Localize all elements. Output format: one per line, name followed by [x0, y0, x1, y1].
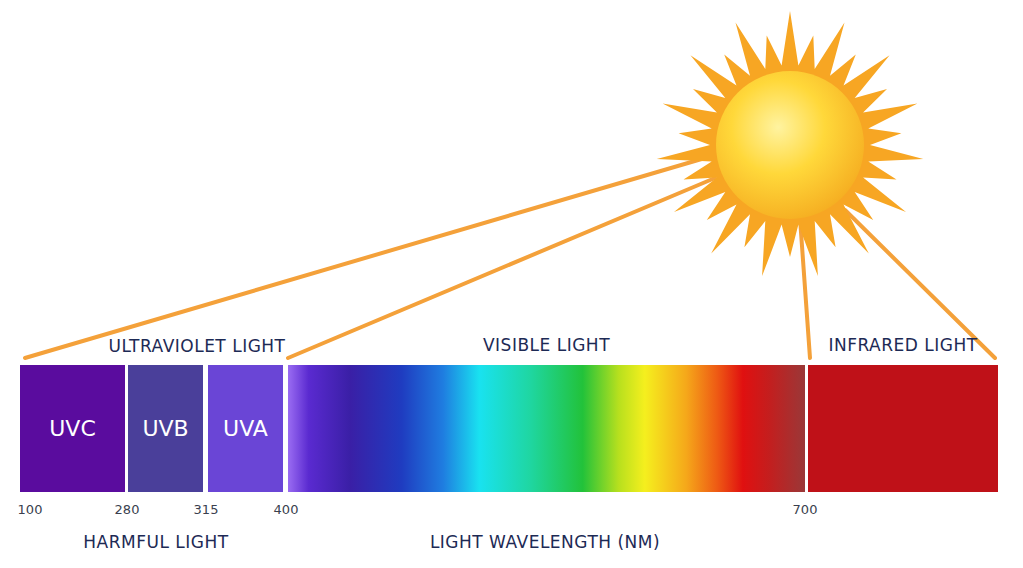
ray-line [288, 178, 715, 358]
wavelength-number: 280 [115, 502, 140, 517]
band-heading: INFRARED LIGHT [828, 335, 977, 355]
band-name: UVB [142, 416, 188, 441]
wavelength-number: 700 [793, 502, 818, 517]
band-heading: VISIBLE LIGHT [483, 335, 610, 355]
sun-disc [716, 71, 864, 219]
visible-band: VISIBLE LIGHT [288, 365, 805, 492]
band-name: UVA [223, 416, 268, 441]
wavelength-number: 315 [194, 502, 219, 517]
infrared-band: INFRARED LIGHT [808, 365, 998, 492]
uvc-band: UVC [20, 365, 125, 492]
band-name: UVC [49, 416, 96, 441]
group-heading: ULTRAVIOLET LIGHT [109, 336, 286, 356]
uvb-band: UVB [128, 365, 203, 492]
sun-rays [657, 11, 924, 276]
harmful-note: HARMFUL LIGHT [83, 532, 228, 552]
wavelength-number: 400 [274, 502, 299, 517]
ray-line [25, 158, 705, 358]
axis-title: LIGHT WAVELENGTH (NM) [430, 532, 660, 552]
uva-band: UVA [208, 365, 283, 492]
wavelength-number: 100 [18, 502, 43, 517]
